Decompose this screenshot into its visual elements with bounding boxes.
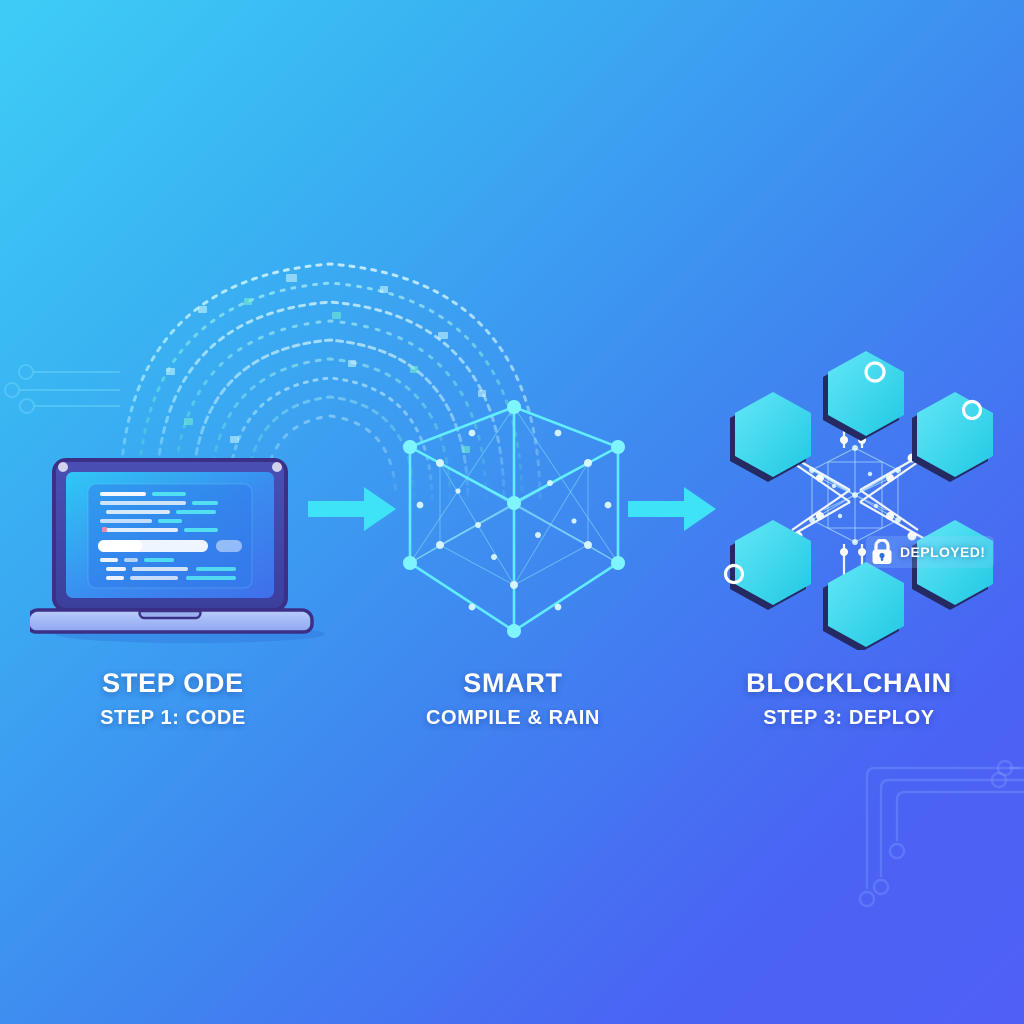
step-caption-deploy: BLOCKLCHAIN STEP 3: DEPLOY	[699, 668, 999, 730]
laptop-icon	[26, 450, 340, 650]
step-title: STEP ODE	[102, 668, 244, 698]
circuit-trace-icon	[0, 348, 120, 444]
blockchain-network-icon	[700, 340, 1010, 652]
step-title: SMART	[463, 668, 563, 698]
wireframe-cube-icon	[398, 385, 630, 650]
lock-icon	[871, 538, 893, 565]
step-caption-compile: SMART COMPILE & RAIN	[363, 668, 663, 730]
step-title: BLOCKLCHAIN	[746, 668, 952, 698]
status-badge: DEPLOYED!	[866, 536, 995, 568]
step-caption-code: STEP ODE STEP 1: CODE	[23, 668, 323, 730]
right-arrow-icon	[628, 486, 716, 532]
step-subtitle: COMPILE & RAIN	[426, 707, 600, 730]
circuit-trace-icon	[809, 759, 1024, 924]
step-subtitle: STEP 1: CODE	[100, 707, 246, 730]
status-badge-label: DEPLOYED!	[900, 544, 986, 560]
step-subtitle: STEP 3: DEPLOY	[763, 707, 935, 730]
right-arrow-icon	[308, 486, 396, 532]
